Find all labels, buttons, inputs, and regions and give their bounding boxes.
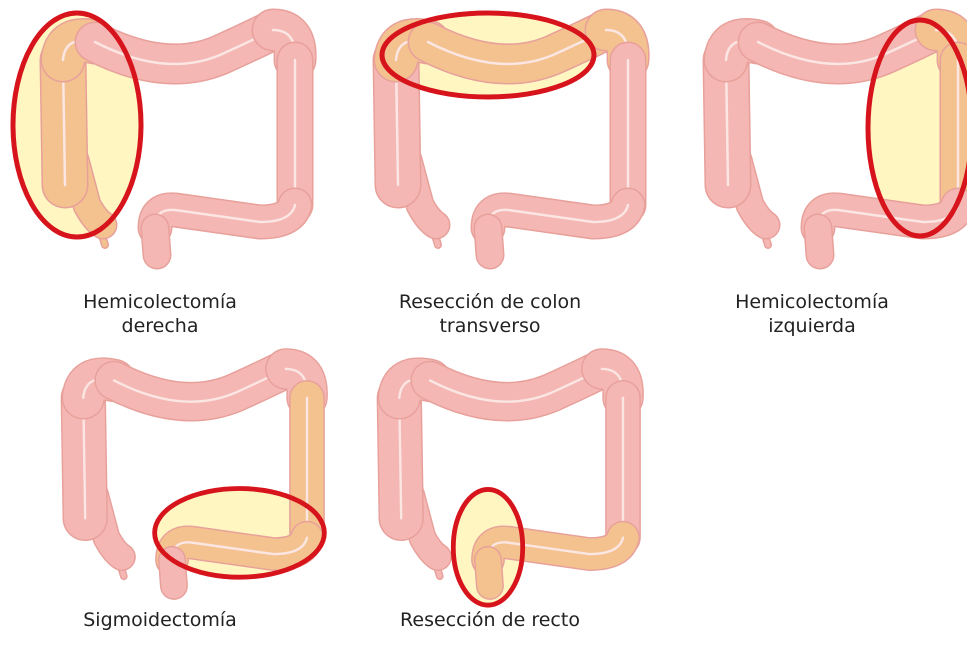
caption-line-2: transverso — [380, 314, 600, 338]
rectum-segment — [818, 228, 820, 255]
rectum-segment — [155, 228, 157, 255]
colon-diagram-transverse — [338, 0, 638, 280]
colon-diagram-left — [668, 0, 967, 280]
caption-line-1: Hemicolectomía — [60, 290, 260, 314]
rectum-segment — [488, 560, 490, 586]
colon-diagram-right — [5, 0, 305, 280]
transverse-colon — [758, 30, 936, 64]
caption-line-1: Resección de colon — [380, 290, 600, 314]
caption-left-hemicolectomy: Hemicolectomía izquierda — [712, 290, 912, 338]
panel-right-hemicolectomy — [5, 0, 305, 320]
caption-right-hemicolectomy: Hemicolectomía derecha — [60, 290, 260, 338]
rectum-segment — [172, 560, 174, 586]
rectum-segment — [488, 228, 490, 255]
sigmoid-colon — [488, 538, 623, 560]
sigmoid-colon — [488, 205, 628, 228]
caption-sigmoidectomy: Sigmoidectomía — [60, 608, 260, 632]
colon-diagram-rectum — [338, 340, 638, 610]
transverse-colon — [114, 369, 286, 402]
caption-line-1: Hemicolectomía — [712, 290, 912, 314]
caption-transverse-resection: Resección de colon transverso — [380, 290, 600, 338]
caption-rectum-resection: Resección de recto — [380, 608, 600, 632]
caption-line-2: izquierda — [712, 314, 912, 338]
caption-line-2: derecha — [60, 314, 260, 338]
caption-line-1: Resección de recto — [380, 608, 600, 632]
sigmoid-colon — [172, 538, 307, 560]
colon-diagram-sigmoid — [22, 340, 322, 610]
panel-transverse-resection — [338, 0, 638, 320]
sigmoid-colon — [155, 205, 295, 228]
caption-line-1: Sigmoidectomía — [60, 608, 260, 632]
transverse-colon — [430, 369, 602, 402]
panel-left-hemicolectomy — [668, 0, 967, 320]
